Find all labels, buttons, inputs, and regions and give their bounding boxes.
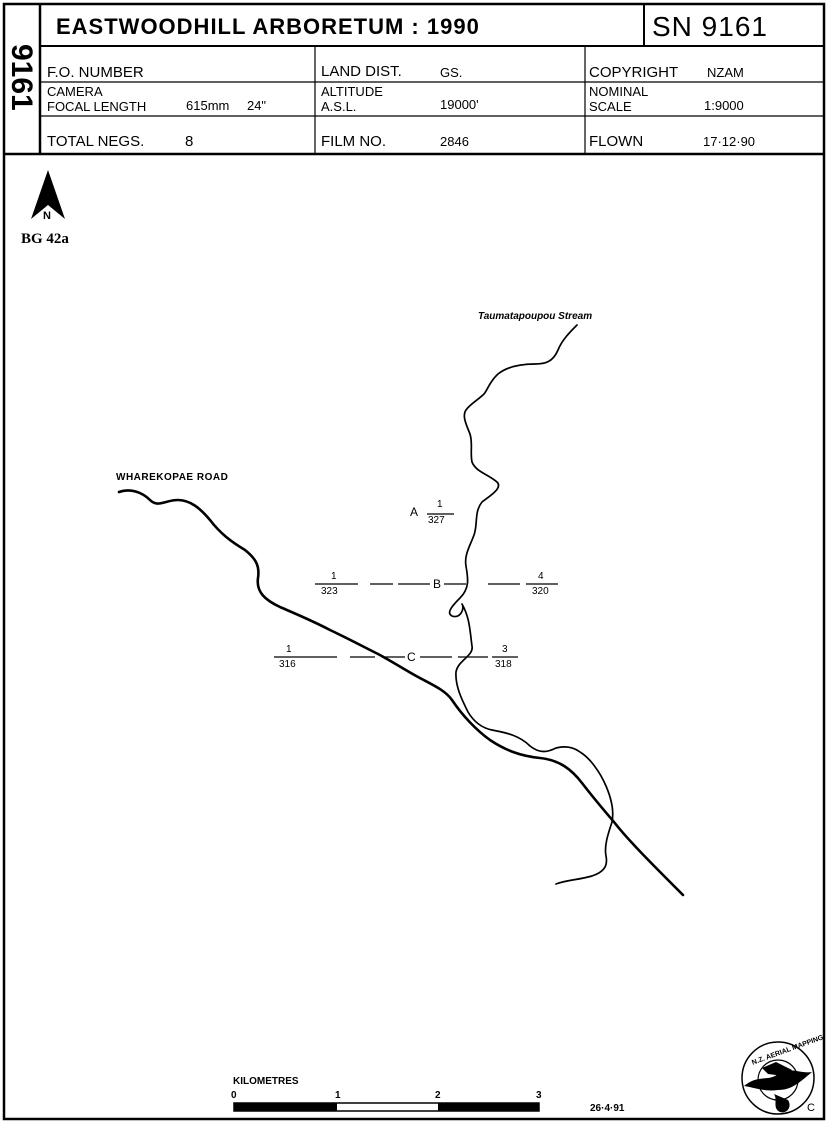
flown-label: FLOWN: [589, 133, 644, 150]
asl-label: A.S.L.: [321, 99, 357, 114]
sheet-reference: BG 42a: [21, 231, 69, 247]
print-date: 26·4·91: [590, 1103, 625, 1114]
point-a-label: A: [410, 505, 419, 519]
copyright-value: NZAM: [707, 65, 744, 80]
point-a-run: 1: [437, 499, 443, 510]
focal-length-value: 615mm 24": [186, 98, 267, 113]
run-c-end-frame: 318: [495, 659, 512, 670]
total-negs-label: TOTAL NEGS.: [47, 133, 145, 150]
north-label: N: [43, 210, 51, 222]
scale-bar-title: KILOMETRES: [233, 1076, 299, 1087]
survey-number: SN 9161: [652, 11, 768, 42]
stream-label: Taumatapoupou Stream: [478, 311, 593, 322]
camera-label: CAMERA: [47, 84, 103, 99]
film-no-label: FILM NO.: [321, 133, 387, 150]
run-c-start-run: 1: [286, 644, 292, 655]
side-survey-number: 9161: [5, 44, 38, 111]
taumatapoupou-stream: [448, 324, 614, 885]
run-b-start-run: 1: [331, 571, 337, 582]
altitude-value: 19000': [440, 97, 479, 112]
north-arrow-icon: [31, 170, 65, 219]
film-no-value: 2846: [440, 134, 469, 149]
copyright-label: COPYRIGHT: [589, 64, 679, 81]
scale-tick-0: 0: [231, 1090, 237, 1101]
run-c-end-run: 3: [502, 644, 508, 655]
land-dist-value: GS.: [440, 65, 463, 80]
scale-label: SCALE: [589, 99, 632, 114]
corner-letter: C: [807, 1102, 815, 1114]
point-a-frame: 327: [428, 515, 445, 526]
point-b-label: B: [433, 577, 442, 591]
scale-value: 1:9000: [704, 98, 744, 113]
run-b-start-frame: 323: [321, 586, 338, 597]
point-c-label: C: [407, 650, 416, 664]
run-c-start-frame: 316: [279, 659, 296, 670]
nominal-label: NOMINAL: [589, 84, 649, 99]
scale-tick-2: 2: [435, 1090, 441, 1101]
nz-aerial-mapping-logo: [741, 1041, 815, 1115]
total-negs-value: 8: [185, 133, 194, 150]
flown-value: 17·12·90: [703, 134, 756, 149]
wharekopae-road: [117, 489, 685, 897]
scale-tick-3: 3: [536, 1090, 542, 1101]
fo-number-label: F.O. NUMBER: [47, 64, 144, 81]
focal-length-label: FOCAL LENGTH: [47, 99, 147, 114]
run-b-end-run: 4: [538, 571, 544, 582]
run-b-end-frame: 320: [532, 586, 549, 597]
land-dist-label: LAND DIST.: [321, 63, 402, 80]
road-label: WHAREKOPAE ROAD: [116, 472, 229, 483]
altitude-label: ALTITUDE: [321, 84, 383, 99]
scale-tick-1: 1: [335, 1090, 341, 1101]
scale-bar: [233, 1102, 540, 1112]
sheet-title: EASTWOODHILL ARBORETUM : 1990: [56, 14, 480, 39]
